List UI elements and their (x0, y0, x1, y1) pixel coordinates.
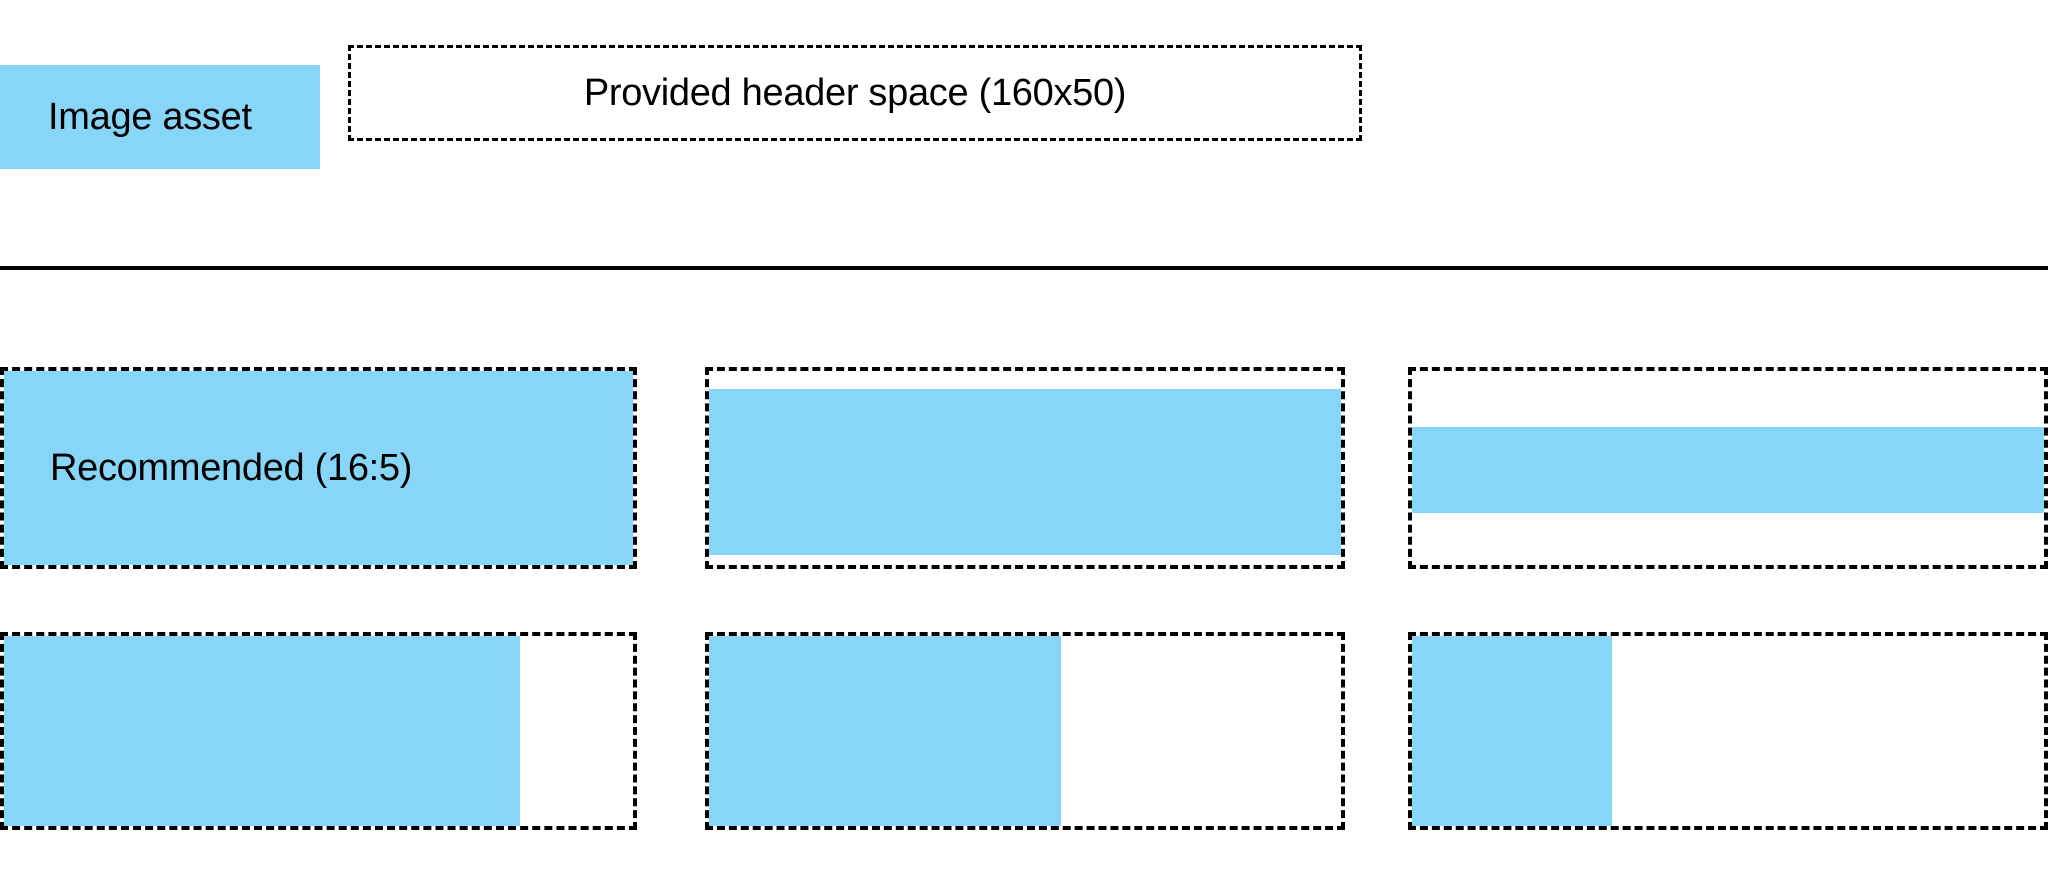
asset-fill (1412, 427, 2044, 513)
legend-image-asset-swatch: Image asset (0, 65, 320, 169)
frame-wide-partial-fill (0, 632, 637, 830)
frame-shorter-asset (705, 367, 1345, 569)
provided-header-space-frame: Provided header space (160x50) (348, 45, 1362, 141)
frame-caption-recommended: Recommended (16:5) (50, 447, 413, 489)
asset-fill (709, 636, 1061, 826)
frame-medium-partial-fill (705, 632, 1345, 830)
asset-fill (1412, 636, 1612, 826)
asset-fill (4, 636, 520, 826)
legend-image-asset-label: Image asset (48, 96, 252, 138)
frame-narrow-partial-fill (1408, 632, 2048, 830)
frame-recommended-16-5: Recommended (16:5) (0, 367, 637, 569)
asset-fill (709, 389, 1341, 555)
section-divider (0, 266, 2048, 270)
asset-fill (4, 371, 633, 565)
frame-shortest-asset (1408, 367, 2048, 569)
provided-header-space-label: Provided header space (160x50) (583, 72, 1127, 114)
